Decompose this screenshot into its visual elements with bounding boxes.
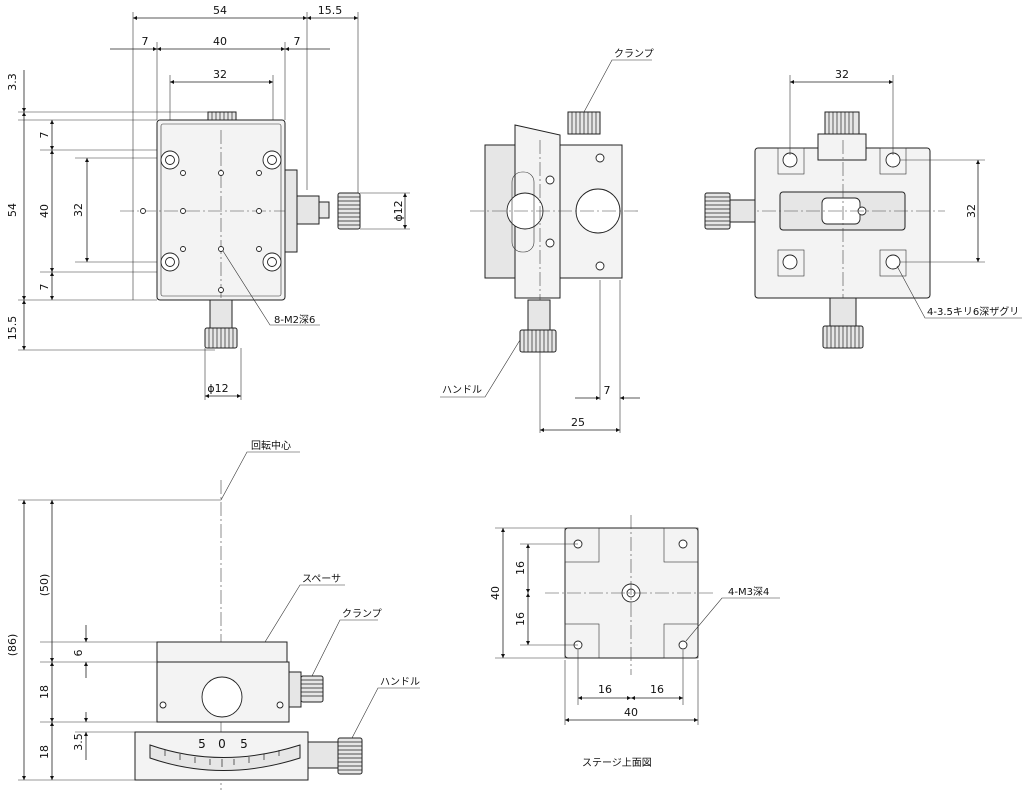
stage-dim-16-d: 16 [650,683,664,696]
side-dim-7: 7 [604,384,611,397]
stage-dim-16-a: 16 [514,561,527,575]
scale-label-left: 5 [198,737,206,751]
dim-knob-offset-bottom: 15.5 [6,316,19,341]
stage-dim-16-b: 16 [514,612,527,626]
bottom-view: 32 32 4-3.5キリ6深ザグリ [704,68,1022,349]
front-view: 回転中心 スペーサ クランプ 5 0 5 [6,439,420,790]
front-dim-18-lower: 18 [38,745,51,759]
stage-dim-16-c: 16 [598,683,612,696]
spacer-label: スペーサ [302,573,341,585]
dim-height-total: 54 [6,203,19,217]
dim-knob-dia-right: ϕ12 [392,200,405,221]
dim-knob-dia-bottom: ϕ12 [207,382,228,395]
stage-callout-m3: 4-M3深4 [728,586,769,598]
bottom-callout-counterbore: 4-3.5キリ6深ザグリ [927,305,1019,318]
front-dim-3-5: 3.5 [72,733,85,751]
dim-margin-bottom: 7 [38,284,51,291]
side-view: クランプ ハンドル 7 25 [440,48,654,433]
front-handle-label: ハンドル [380,677,420,688]
front-dim-6: 6 [72,650,85,657]
front-clamp-label: クランプ [342,608,382,620]
stage-dim-40-bottom: 40 [624,706,638,719]
side-clamp-label: クランプ [614,48,654,60]
scale-label-right: 5 [240,737,248,751]
counterbore-hole-icon [160,150,282,272]
tapped-hole-icon [140,170,262,293]
dim-inner-width: 40 [213,35,227,48]
side-dim-25: 25 [571,416,585,429]
dim-margin-top: 7 [38,132,51,139]
stage-dim-40-left: 40 [489,586,502,600]
front-dim-50: (50) [38,574,51,597]
top-view: 54 15.5 7 40 7 32 3.3 54 15.5 7 40 7 32 [6,4,410,400]
side-handle-label: ハンドル [442,385,482,396]
dim-margin-left: 7 [142,35,149,48]
dim-total-width: 54 [213,4,227,17]
dim-hole-pitch-v: 32 [72,203,85,217]
front-dim-total: (86) [6,634,19,657]
rotation-center-label: 回転中心 [251,439,291,452]
front-dim-18-upper: 18 [38,685,51,699]
stage-top-view: 40 16 16 16 16 40 4-M3深4 ステージ上面図 [489,515,780,769]
dim-top-offset: 3.3 [6,73,19,91]
stage-caption: ステージ上面図 [582,757,652,769]
dim-inner-height: 40 [38,204,51,218]
dim-knob-offset-right: 15.5 [318,4,343,17]
dim-margin-right: 7 [294,35,301,48]
scale-label-zero: 0 [218,737,226,751]
bottom-dim-32-right: 32 [965,204,978,218]
dim-hole-pitch: 32 [213,68,227,81]
bottom-dim-32-top: 32 [835,68,849,81]
callout-tapped-holes: 8-M2深6 [274,314,315,326]
